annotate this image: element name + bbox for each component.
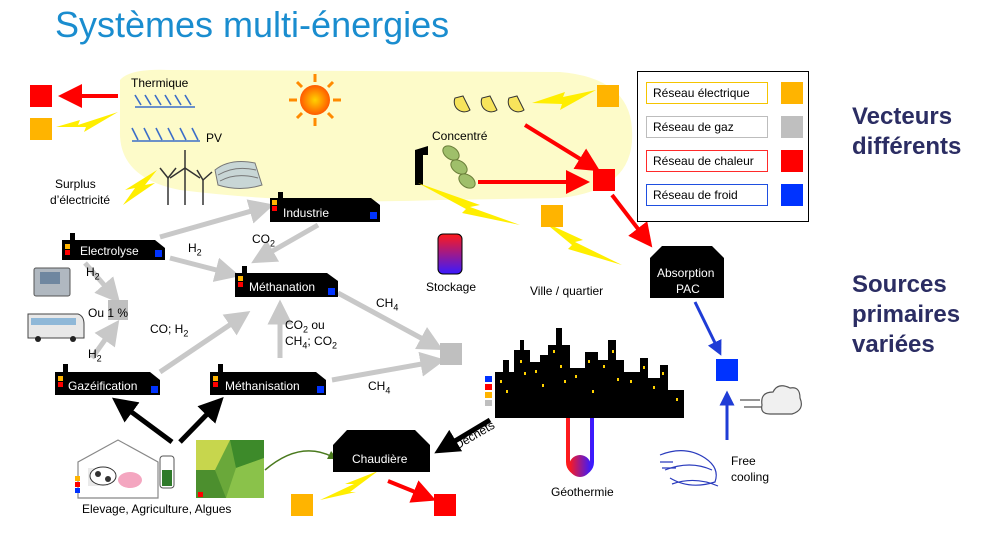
label-elevage: Elevage, Agriculture, Algues xyxy=(82,502,232,516)
label-ou-1: Ou 1 % xyxy=(88,306,129,320)
city-windows xyxy=(500,350,678,401)
factory-methanisation-shape xyxy=(210,364,326,395)
geothermal-loop-icon xyxy=(566,418,594,477)
elec-square-chaudiere xyxy=(291,494,313,516)
label-thermique: Thermique xyxy=(131,76,189,90)
legend-swatch-froid xyxy=(781,184,803,206)
process-methanisation: Méthanisation xyxy=(225,379,300,393)
gas-square-mid xyxy=(108,300,128,320)
factory-electrolyse-shape xyxy=(62,233,165,260)
label-co-h2: CO; H2 xyxy=(150,322,189,339)
heading-sources: Sources primaires variées xyxy=(852,270,960,360)
page-title: Systèmes multi-énergies xyxy=(55,4,450,45)
boiler-shape xyxy=(333,430,430,472)
label-surplus: Surplus xyxy=(55,177,96,191)
legend-swatch-electrique xyxy=(781,82,803,104)
free-cooling-icon xyxy=(659,450,719,487)
elec-square-ville xyxy=(541,205,563,227)
thermal-collectors-icon xyxy=(134,94,195,108)
biomass-to-boiler-arrow xyxy=(264,450,338,471)
legend-item-gaz: Réseau de gaz xyxy=(646,116,768,138)
heading-vecteurs-line2: différents xyxy=(852,133,962,160)
factory-gazeification-shape xyxy=(55,364,160,395)
absorption-shape xyxy=(650,246,724,298)
solar-tower-icon xyxy=(415,145,476,189)
label-pv: PV xyxy=(206,131,223,145)
label-co2-ou: CO2 ou xyxy=(285,318,325,335)
bus-icon xyxy=(27,313,85,342)
process-gazeification: Gazéification xyxy=(68,379,138,393)
heading-sources-line1: Sources xyxy=(852,271,947,298)
process-industrie: Industrie xyxy=(283,206,330,220)
label-ch4-co2: CH4; CO2 xyxy=(285,334,338,351)
stockage-icon xyxy=(437,233,463,275)
cold-square xyxy=(716,359,738,381)
legend-item-chaleur: Réseau de chaleur xyxy=(646,150,768,172)
label-h2-electrolyse: H2 xyxy=(188,241,202,258)
legend: Réseau électrique Réseau de gaz Réseau d… xyxy=(637,71,809,222)
label-h2-vehicle: H2 xyxy=(86,265,100,282)
legend-swatch-gaz xyxy=(781,116,803,138)
process-methanation: Méthanation xyxy=(249,280,316,294)
label-geothermie: Géothermie xyxy=(551,485,614,499)
gas-square-right xyxy=(440,343,462,365)
heat-square-thermal xyxy=(30,85,52,107)
legend-item-electrique: Réseau électrique xyxy=(646,82,768,104)
label-co2-industrie: CO2 xyxy=(252,232,276,249)
label-stockage: Stockage xyxy=(426,280,477,294)
label-ville: Ville / quartier xyxy=(530,284,604,298)
wind-turbine-icon xyxy=(159,150,213,205)
label-free: Free xyxy=(731,454,756,468)
label-ch4-methanisation: CH4 xyxy=(368,379,391,396)
process-chaudiere: Chaudière xyxy=(352,452,408,466)
legend-swatch-chaleur xyxy=(781,150,803,172)
heading-vecteurs: Vecteurs différents xyxy=(852,102,961,162)
truck-icon xyxy=(33,267,71,297)
legend-item-froid: Réseau de froid xyxy=(646,184,768,206)
label-electricite: d’électricité xyxy=(50,193,111,207)
process-pac: PAC xyxy=(676,282,700,296)
fields-icon xyxy=(196,440,264,498)
heading-sources-line3: variées xyxy=(852,331,935,358)
elec-square-pv xyxy=(30,118,52,140)
city-skyline-icon xyxy=(495,328,684,418)
heading-sources-line2: primaires xyxy=(852,301,961,328)
process-absorption: Absorption xyxy=(657,266,715,280)
agriculture-icon xyxy=(75,439,175,499)
heat-square-chaudiere xyxy=(434,494,456,516)
wind-cloud-icon xyxy=(740,385,802,415)
solar-mirrors-icon xyxy=(453,95,525,113)
label-concentre: Concentré xyxy=(432,129,488,143)
lightning-bolts xyxy=(56,90,622,500)
city-network-markers xyxy=(485,376,492,406)
sun-icon xyxy=(289,74,341,126)
factory-industrie-shape xyxy=(270,192,380,222)
label-h2-gazeification: H2 xyxy=(88,347,102,364)
pv-panels-icon xyxy=(131,127,200,142)
wave-energy-icon xyxy=(214,161,263,189)
heat-square-concentre xyxy=(593,169,615,191)
label-ch4-methanation: CH4 xyxy=(376,296,399,313)
process-electrolyse: Electrolyse xyxy=(80,244,139,258)
factory-methanation-shape xyxy=(235,266,338,297)
heading-vecteurs-line1: Vecteurs xyxy=(852,103,953,130)
elec-square-mirrors xyxy=(597,85,619,107)
label-cooling: cooling xyxy=(731,470,770,484)
